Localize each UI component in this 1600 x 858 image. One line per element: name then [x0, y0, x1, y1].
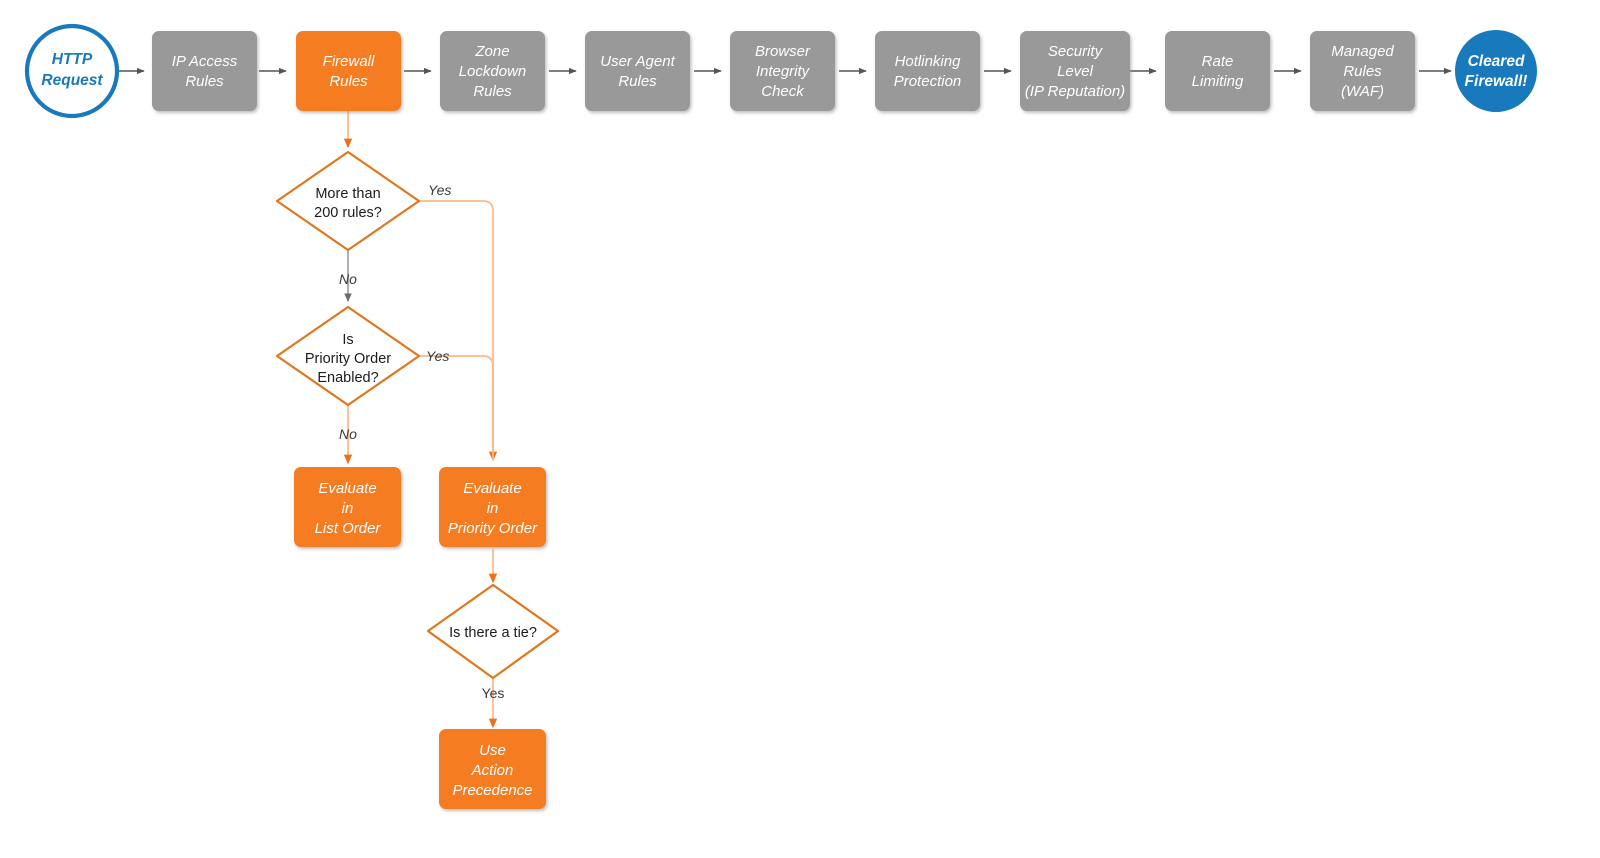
- is-priority-order-enabled-line-3: Enabled?: [317, 370, 378, 386]
- node-user-agent-rules[interactable]: User Agent Rules: [585, 31, 690, 111]
- is-priority-order-enabled-line-1: Is: [342, 332, 353, 348]
- browser-integrity-check-box: [730, 31, 835, 111]
- edge-label-tie-yes: Yes: [482, 685, 505, 701]
- hotlinking-protection-line-2: Protection: [894, 73, 962, 90]
- managed-rules-waf-line-3: (WAF): [1341, 83, 1384, 100]
- more-than-200-rules-line-2: 200 rules?: [314, 205, 382, 221]
- node-use-action-precedence[interactable]: Use Action Precedence: [439, 729, 546, 809]
- cleared-firewall-line-2: Firewall!: [1465, 73, 1528, 90]
- node-http-request[interactable]: HTTP Request: [24, 23, 120, 119]
- more-than-200-rules-line-1: More than: [315, 186, 380, 202]
- node-is-there-a-tie[interactable]: Is there a tie?: [426, 583, 560, 680]
- security-level-line-1: Security: [1048, 43, 1104, 60]
- evaluate-in-list-order-line-2: in: [342, 500, 354, 517]
- http-request-circle: [24, 23, 120, 119]
- node-ip-access-rules[interactable]: IP Access Rules: [152, 31, 257, 111]
- user-agent-rules-line-2: Rules: [618, 73, 657, 90]
- security-level-line-2: Level: [1057, 63, 1094, 80]
- ip-access-rules-box: [152, 31, 257, 111]
- user-agent-rules-line-1: User Agent: [600, 53, 675, 70]
- branch-connectors: [343, 111, 498, 729]
- zone-lockdown-rules-line-3: Rules: [473, 83, 512, 100]
- evaluate-in-priority-order-line-2: in: [487, 500, 499, 517]
- browser-integrity-check-line-2: Integrity: [756, 63, 811, 80]
- rate-limiting-line-1: Rate: [1202, 53, 1234, 70]
- more-than-200-rules-diamond: [275, 150, 421, 252]
- cleared-firewall-circle: [1455, 30, 1537, 112]
- use-action-precedence-box: [439, 729, 546, 809]
- zone-lockdown-rules-line-2: Lockdown: [459, 63, 527, 80]
- evaluate-in-list-order-line-3: List Order: [315, 520, 382, 537]
- security-level-line-3: (IP Reputation): [1025, 83, 1125, 100]
- node-managed-rules-waf[interactable]: Managed Rules (WAF): [1310, 31, 1415, 111]
- node-more-than-200-rules[interactable]: More than 200 rules?: [275, 150, 421, 252]
- rate-limiting-line-2: Limiting: [1192, 73, 1244, 90]
- is-there-a-tie-line-1: Is there a tie?: [449, 625, 537, 641]
- is-priority-order-enabled-line-2: Priority Order: [305, 351, 391, 367]
- use-action-precedence-line-1: Use: [479, 742, 506, 759]
- node-evaluate-in-priority-order[interactable]: Evaluate in Priority Order: [439, 467, 546, 547]
- firewall-rules-box: [296, 31, 401, 111]
- ip-access-rules-line-2: Rules: [185, 73, 224, 90]
- firewall-rules-line-2: Rules: [329, 73, 368, 90]
- node-cleared-firewall[interactable]: Cleared Firewall!: [1455, 30, 1537, 112]
- use-action-precedence-line-3: Precedence: [452, 782, 532, 799]
- evaluate-in-priority-order-line-1: Evaluate: [463, 480, 521, 497]
- edge-label-decision2-yes: Yes: [426, 348, 449, 364]
- http-request-line-1: HTTP: [52, 51, 93, 68]
- edge-label-decision1-yes: Yes: [428, 182, 451, 198]
- evaluate-in-list-order-line-1: Evaluate: [318, 480, 376, 497]
- zone-lockdown-rules-box: [440, 31, 545, 111]
- evaluate-in-priority-order-box: [439, 467, 546, 547]
- node-evaluate-in-list-order[interactable]: Evaluate in List Order: [294, 467, 401, 547]
- edge-label-decision2-no: No: [339, 426, 357, 442]
- user-agent-rules-box: [585, 31, 690, 111]
- evaluate-in-list-order-box: [294, 467, 401, 547]
- evaluate-in-priority-order-line-3: Priority Order: [448, 520, 538, 537]
- managed-rules-waf-line-2: Rules: [1343, 63, 1382, 80]
- node-hotlinking-protection[interactable]: Hotlinking Protection: [875, 31, 980, 111]
- rate-limiting-box: [1165, 31, 1270, 111]
- browser-integrity-check-line-3: Check: [761, 83, 805, 100]
- node-is-priority-order-enabled[interactable]: Is Priority Order Enabled?: [275, 305, 421, 407]
- use-action-precedence-line-2: Action: [471, 762, 514, 779]
- zone-lockdown-rules-line-1: Zone: [474, 43, 509, 60]
- cleared-firewall-line-1: Cleared: [1468, 53, 1525, 70]
- managed-rules-waf-box: [1310, 31, 1415, 111]
- ip-access-rules-line-1: IP Access: [172, 53, 238, 70]
- security-level-box: [1020, 31, 1130, 111]
- http-request-line-2: Request: [41, 72, 103, 89]
- node-rate-limiting[interactable]: Rate Limiting: [1165, 31, 1270, 111]
- browser-integrity-check-line-1: Browser: [755, 43, 811, 60]
- node-zone-lockdown-rules[interactable]: Zone Lockdown Rules: [440, 31, 545, 111]
- connector-decision1-yes: [419, 200, 498, 462]
- node-security-level[interactable]: Security Level (IP Reputation): [1020, 31, 1130, 111]
- is-there-a-tie-diamond: [426, 583, 560, 680]
- node-browser-integrity-check[interactable]: Browser Integrity Check: [730, 31, 835, 111]
- is-priority-order-enabled-diamond: [275, 305, 421, 407]
- connector-decision2-yes: [419, 355, 494, 460]
- edge-label-decision1-no: No: [339, 271, 357, 287]
- firewall-rules-line-1: Firewall: [323, 53, 375, 70]
- hotlinking-protection-box: [875, 31, 980, 111]
- managed-rules-waf-line-1: Managed: [1331, 43, 1394, 60]
- hotlinking-protection-line-1: Hotlinking: [895, 53, 962, 70]
- node-firewall-rules[interactable]: Firewall Rules: [296, 31, 401, 111]
